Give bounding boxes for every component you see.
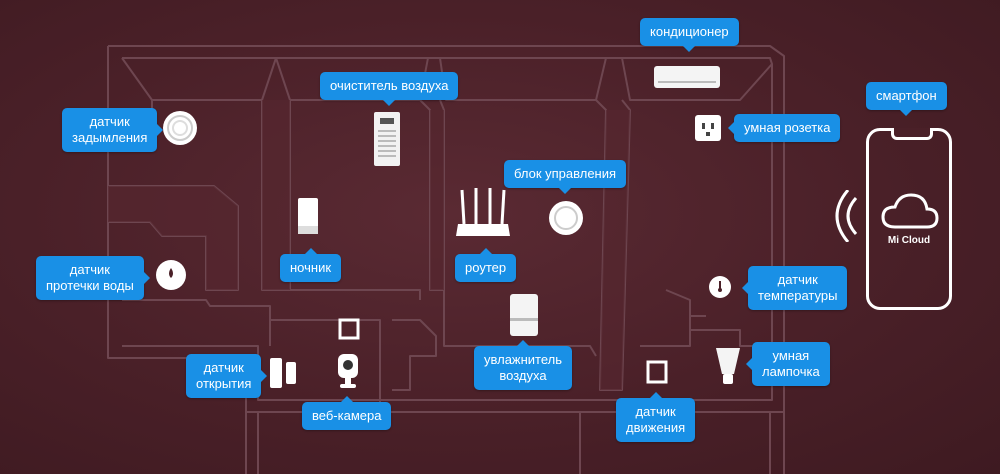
air-conditioner-label: кондиционер	[640, 18, 739, 52]
smartphone-label: смартфон	[866, 82, 947, 116]
webcam-icon	[338, 354, 358, 388]
temperature-label-line2: температуры	[758, 288, 838, 303]
night-light-label: ночник	[280, 248, 342, 282]
door-sensor-icon	[270, 358, 296, 388]
router-icon	[456, 188, 510, 236]
humidifier-label: увлажнитель воздуха	[474, 340, 573, 390]
humidifier-icon	[510, 294, 538, 336]
air-purifier-icon	[374, 112, 400, 166]
night-light-icon	[298, 198, 318, 234]
air-conditioner-icon	[654, 66, 720, 88]
motion-label-line2: движения	[626, 420, 686, 435]
smart-bulb-icon	[716, 348, 740, 384]
cloud-label: Mi Cloud	[887, 235, 931, 246]
temperature-sensor-icon	[709, 276, 731, 298]
router-label: роутер	[455, 248, 517, 282]
leak-sensor-icon	[156, 260, 186, 290]
temperature-label-line1: датчик	[777, 272, 818, 287]
air-purifier-label: очиститель воздуха	[320, 72, 459, 106]
door-sensor-label: датчик открытия	[186, 354, 268, 398]
leak-label-line2: протечки воды	[46, 278, 134, 293]
humidifier-label-line2: воздуха	[499, 368, 547, 383]
motion-sensor-icon	[646, 360, 668, 384]
motion-sensor-label: датчик движения	[616, 392, 696, 442]
humidifier-label-line1: увлажнитель	[484, 352, 563, 367]
smartphone-icon: Mi Cloud	[866, 128, 952, 310]
cloud-icon	[881, 193, 939, 229]
square-marker-icon	[338, 318, 360, 340]
leak-sensor-label: датчик протечки воды	[36, 256, 150, 300]
phone-notch	[891, 128, 933, 140]
wireless-signal-icon	[835, 190, 858, 242]
door-label-line1: датчик	[203, 360, 244, 375]
smart-bulb-label: умная лампочка	[746, 342, 830, 386]
bulb-label-line1: умная	[772, 348, 810, 363]
smoke-label-line1: датчик	[89, 114, 130, 129]
door-label-line2: открытия	[196, 376, 252, 391]
gateway-icon	[549, 201, 583, 235]
control-unit-label: блок управления	[504, 160, 627, 194]
smoke-detector-icon	[163, 111, 197, 145]
leak-label-line1: датчик	[69, 262, 110, 277]
smoke-label-line2: задымления	[72, 130, 148, 145]
motion-label-line1: датчик	[635, 404, 676, 419]
smoke-detector-label: датчик задымления	[62, 108, 164, 152]
webcam-label: веб-камера	[302, 396, 392, 430]
smart-socket-label: умная розетка	[727, 114, 841, 142]
smart-socket-icon	[695, 115, 721, 141]
bulb-label-line2: лампочка	[762, 364, 820, 379]
temperature-sensor-label: датчик температуры	[741, 266, 848, 310]
